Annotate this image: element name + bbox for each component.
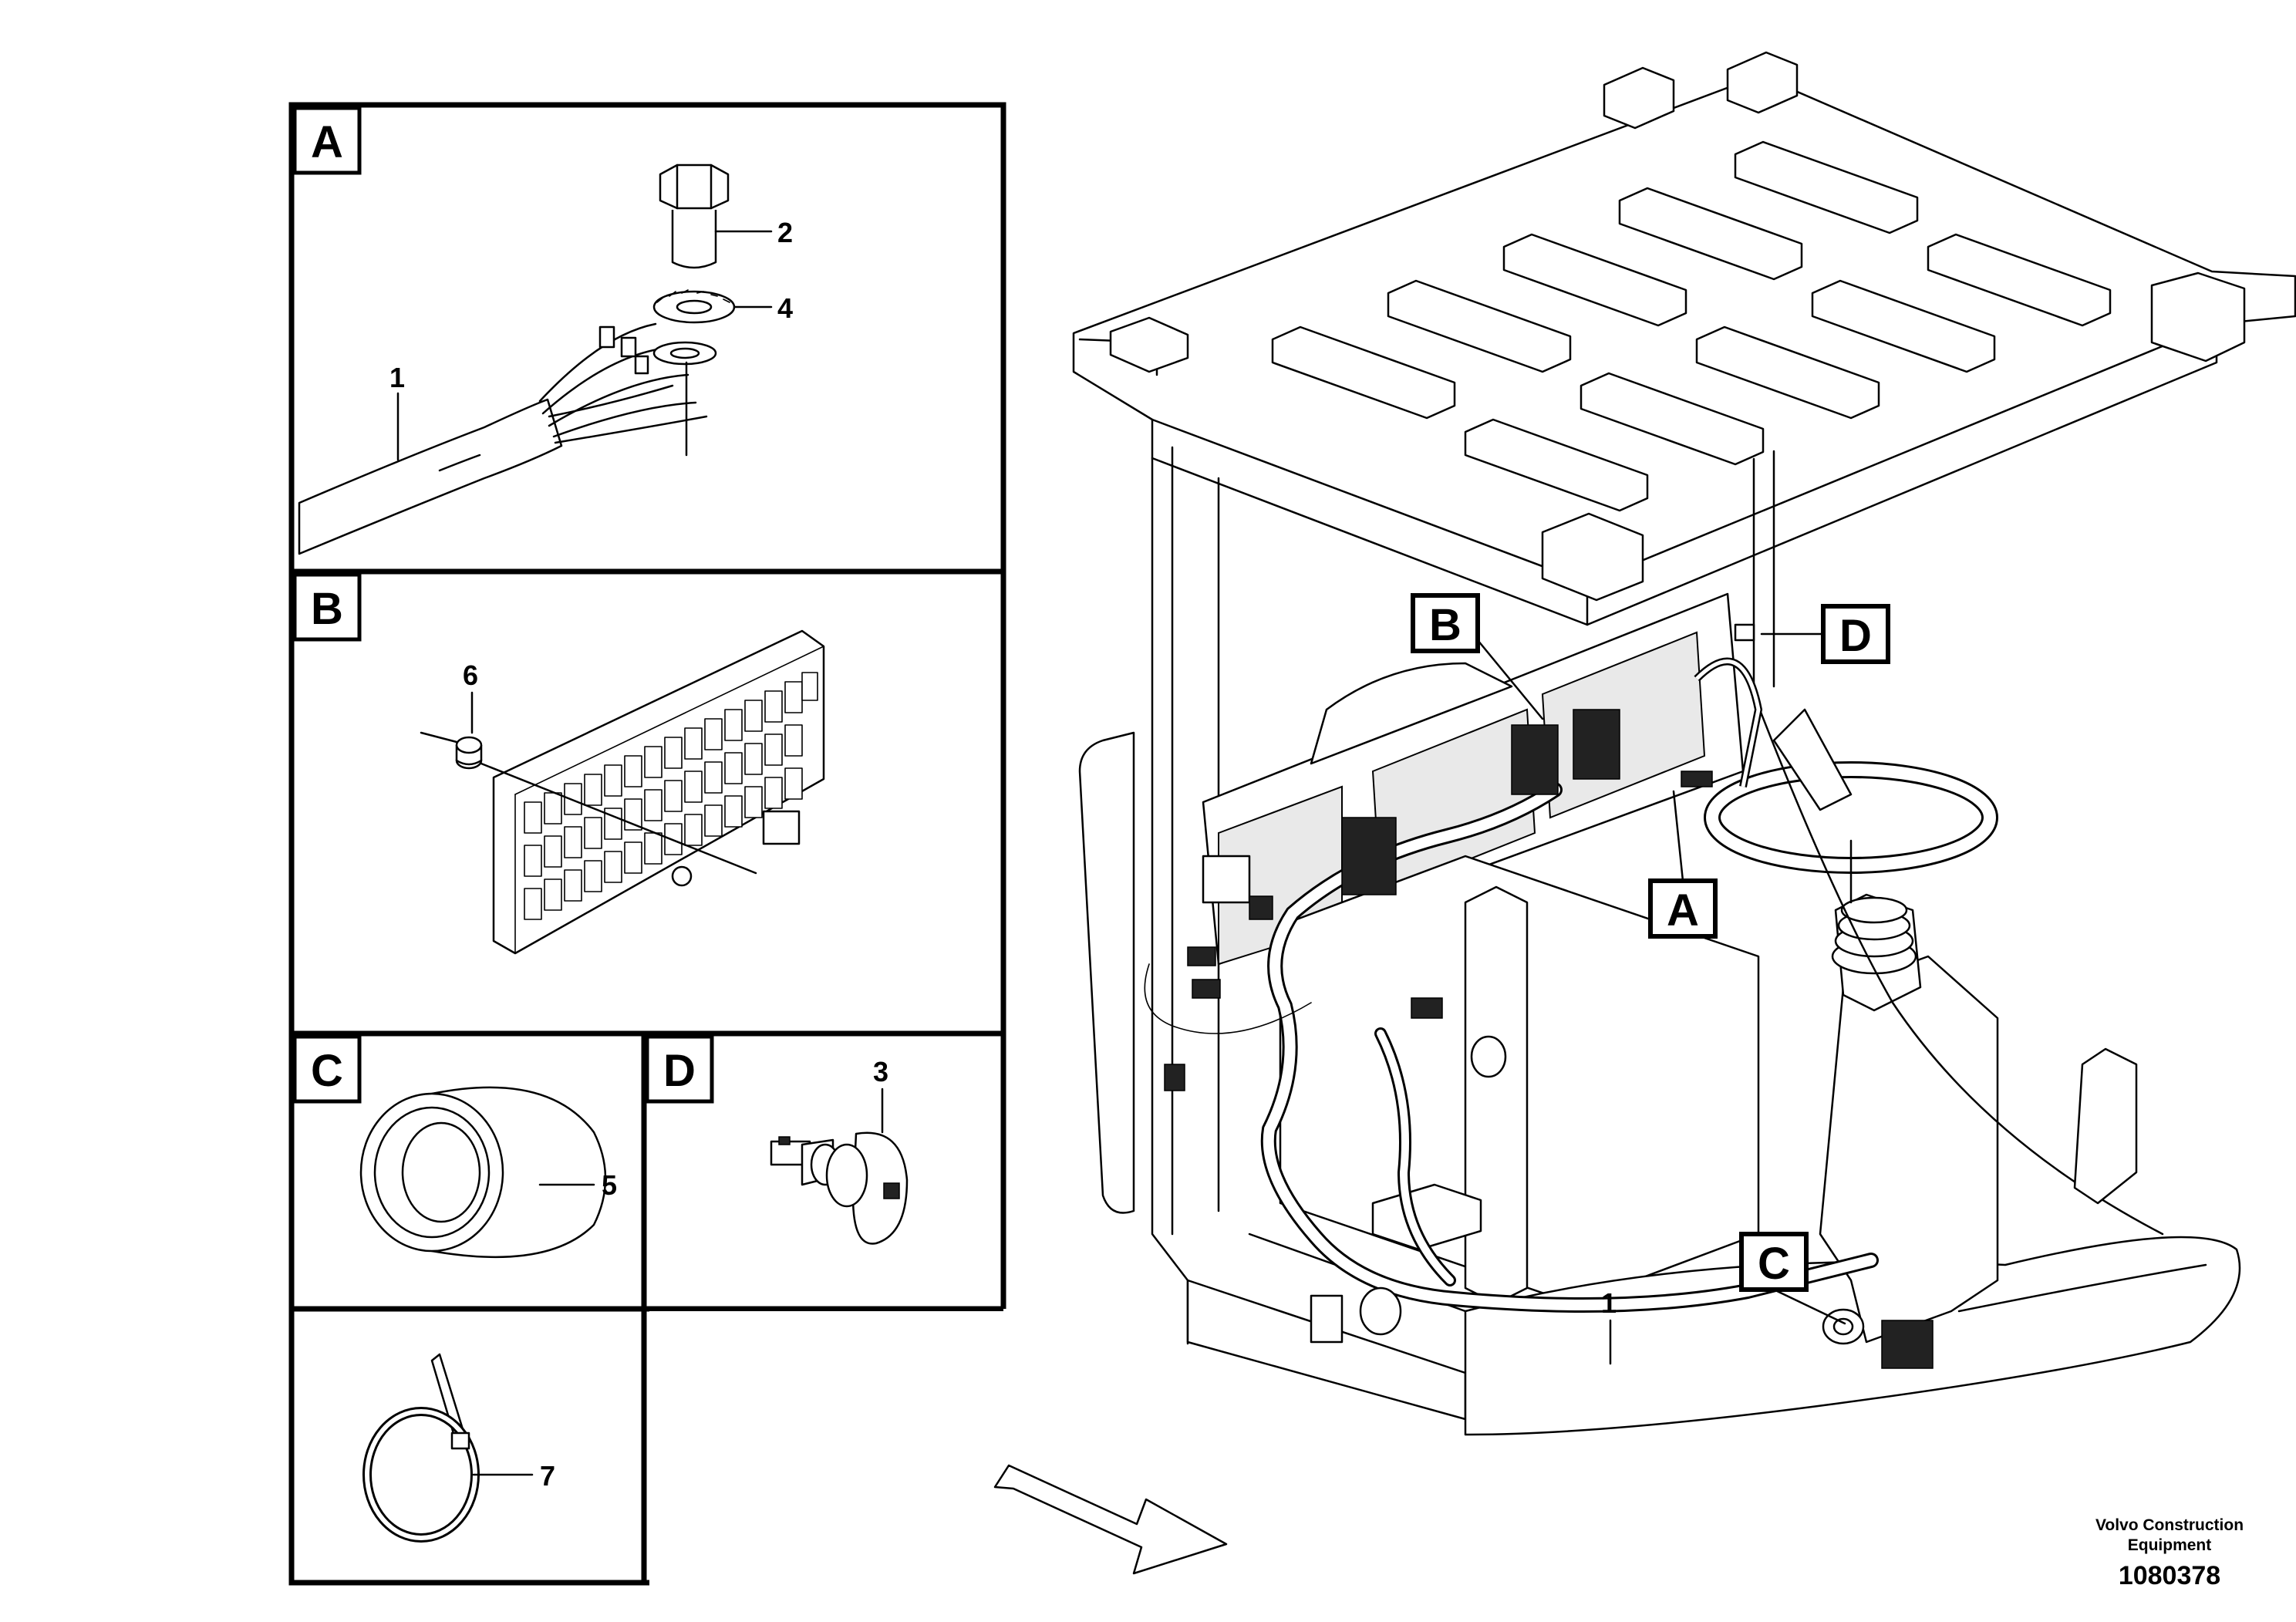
svg-text:A: A <box>1667 885 1699 936</box>
panel-cable-tie: 7 <box>362 1353 555 1543</box>
callout-d: D <box>1760 604 1890 664</box>
panel-b-letter: B <box>311 584 343 634</box>
panel-c-letter: C <box>311 1046 343 1096</box>
grommet <box>359 1086 607 1259</box>
svg-text:C: C <box>1758 1239 1790 1289</box>
detail-panels-grid <box>288 102 1012 1589</box>
cab-frame-illustration <box>993 51 2296 1575</box>
lock-washer <box>652 289 736 324</box>
callout-b: B <box>1411 593 1544 720</box>
item-label-2: 2 <box>777 217 793 248</box>
panel-d: D 3 <box>645 1034 909 1245</box>
svg-text:D: D <box>1839 611 1872 661</box>
board-components <box>524 672 818 920</box>
callout-a: A <box>1648 790 1718 939</box>
footer: Volvo Construction Equipment 1080378 <box>2095 1516 2244 1590</box>
item-label-1-panel-a: 1 <box>389 362 405 393</box>
item-label-4: 4 <box>777 292 793 324</box>
main-item-label-1: 1 <box>1601 1287 1617 1365</box>
steering-wheel <box>1704 761 1998 904</box>
svg-text:1: 1 <box>1601 1287 1617 1319</box>
forward-direction-arrow <box>993 1464 1228 1575</box>
roof-panels <box>1271 140 2112 512</box>
item-label-5: 5 <box>602 1169 617 1201</box>
svg-text:B: B <box>1429 600 1462 650</box>
panel-d-letter: D <box>663 1046 696 1096</box>
brand-line-2: Equipment <box>2128 1536 2212 1554</box>
item-label-7: 7 <box>540 1460 555 1492</box>
cable-harness <box>298 322 717 555</box>
panel-a: A 2 <box>292 106 793 555</box>
bolt <box>659 164 730 269</box>
panel-b: B 6 <box>292 572 825 955</box>
callout-c: C <box>1739 1232 1846 1325</box>
fuse-relay-board <box>480 629 825 955</box>
power-socket <box>770 1131 909 1245</box>
cable-tie <box>362 1353 480 1543</box>
panel-c: C 5 <box>292 1034 617 1259</box>
brand-line-1: Volvo Construction <box>2095 1516 2244 1534</box>
item-label-3: 3 <box>873 1056 888 1088</box>
figure-number: 1080378 <box>2119 1561 2220 1590</box>
spacer-part <box>420 731 483 770</box>
main-cable-harness <box>1144 623 1934 1369</box>
item-label-6: 6 <box>463 659 478 691</box>
panel-a-letter: A <box>311 117 343 167</box>
